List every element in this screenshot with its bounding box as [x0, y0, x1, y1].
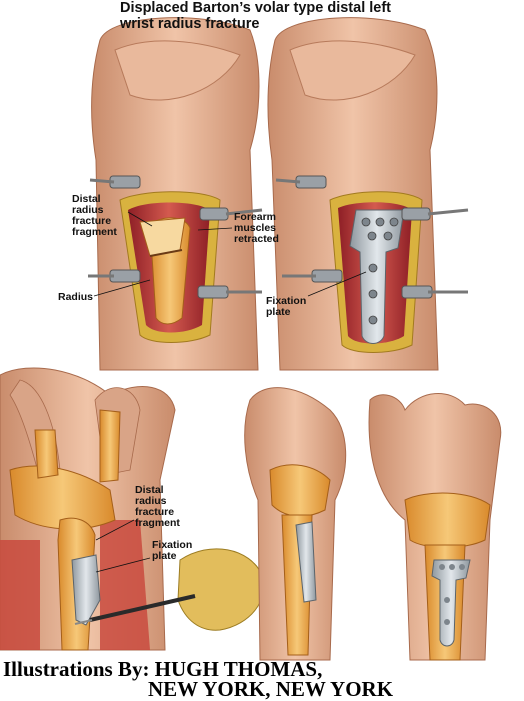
label-line: plate: [266, 306, 291, 318]
top-left-wrist-panel: [88, 17, 263, 371]
label-line: Fixation: [266, 295, 307, 307]
label-fixation-plate-bottom: Fixation plate: [152, 540, 192, 562]
label-line: Fixation: [152, 539, 193, 551]
label-line: Distal: [72, 193, 101, 205]
label-line: fracture: [135, 506, 175, 518]
label-fixation-plate-top: Fixation plate: [266, 296, 306, 318]
label-line: radius: [135, 495, 167, 507]
label-line: radius: [72, 204, 104, 216]
label-distal-radius-fracture-fragment-top: Distal radius fracture fragment: [72, 194, 117, 238]
label-forearm-muscles-retracted: Forearm muscles retracted: [234, 212, 279, 245]
credit-line-1: Illustrations By: HUGH THOMAS,: [3, 657, 323, 681]
label-line: muscles: [234, 222, 277, 234]
bottom-middle-lateral-panel: [244, 387, 347, 661]
label-line: fragment: [72, 226, 117, 238]
credit-line-2: NEW YORK, NEW YORK: [148, 677, 394, 701]
label-line: Distal: [135, 484, 164, 496]
label-line: fracture: [72, 215, 112, 227]
page-title: Displaced Barton’s volar type distal lef…: [120, 0, 420, 32]
label-radius: Radius: [58, 292, 93, 303]
label-distal-radius-fracture-fragment-bottom: Distal radius fracture fragment: [135, 485, 180, 529]
top-right-wrist-panel: [267, 17, 469, 371]
label-line: Forearm: [234, 211, 277, 223]
label-line: plate: [152, 550, 177, 562]
title-line-2: wrist radius fracture: [120, 16, 260, 32]
label-line: fragment: [135, 517, 180, 529]
bottom-left-skeletal-panel: [0, 367, 265, 651]
label-line: Radius: [58, 291, 94, 303]
label-line: retracted: [234, 233, 279, 245]
bottom-right-palmar-panel: [368, 393, 502, 661]
title-line-1: Displaced Barton’s volar type distal lef…: [120, 0, 392, 16]
